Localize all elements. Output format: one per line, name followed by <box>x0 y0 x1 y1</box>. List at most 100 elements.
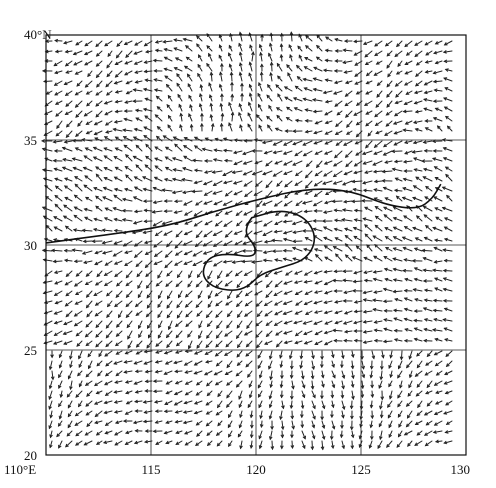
wind-vector-head <box>275 84 280 88</box>
wind-vector-head <box>123 360 128 364</box>
wind-vector <box>290 400 293 409</box>
wind-vector <box>221 123 223 132</box>
wind-vector-head <box>104 122 109 126</box>
wind-vector-head <box>57 422 62 427</box>
wind-vector <box>118 310 123 318</box>
wind-vector-head <box>212 232 217 236</box>
wind-vector <box>65 60 73 67</box>
wind-vector <box>103 177 113 182</box>
wind-vector-head <box>103 410 108 415</box>
wind-vector <box>404 40 413 47</box>
wind-vector-head <box>195 202 199 206</box>
wind-vector <box>296 65 303 72</box>
wind-vector <box>263 250 273 254</box>
wind-vector-head <box>251 260 256 264</box>
wind-vector-head <box>414 128 419 132</box>
wind-vector <box>154 157 163 162</box>
wind-vector <box>184 65 193 72</box>
wind-vector-head <box>423 90 428 95</box>
wind-vector-head <box>383 206 388 210</box>
wind-vector <box>323 300 333 304</box>
wind-vector-head <box>258 404 262 409</box>
wind-vector-head <box>369 404 374 409</box>
wind-vector <box>276 180 283 187</box>
wind-vector-head <box>413 101 418 105</box>
wind-vector-head <box>283 162 288 166</box>
wind-vector <box>303 320 313 325</box>
wind-vector-head <box>361 151 366 155</box>
wind-vector-head <box>370 384 374 389</box>
wind-vector <box>302 78 313 82</box>
wind-vector <box>407 410 413 419</box>
wind-vector-head <box>313 301 318 305</box>
wind-vector-head <box>198 103 203 107</box>
wind-vector <box>402 129 413 132</box>
wind-vector <box>447 125 453 132</box>
wind-vector <box>444 370 453 375</box>
wind-vector-head <box>124 72 129 76</box>
wind-vector <box>124 70 133 76</box>
wind-vector <box>305 45 313 52</box>
wind-vector-head <box>205 314 210 319</box>
wind-vector <box>259 440 263 449</box>
wind-vector <box>364 206 373 212</box>
wind-vector <box>422 176 433 182</box>
wind-vector-head <box>334 59 339 63</box>
wind-vector-head <box>185 313 189 318</box>
wind-vector-head <box>183 401 188 405</box>
wind-vector-head <box>346 131 350 135</box>
wind-vector-head <box>284 213 289 217</box>
wind-vector <box>397 400 403 408</box>
wind-vector <box>324 310 333 314</box>
wind-vector <box>335 120 343 127</box>
wind-vector <box>437 125 443 132</box>
wind-vector <box>114 188 123 192</box>
wind-vector-head <box>313 271 318 275</box>
wind-vector-head <box>224 283 229 287</box>
wind-vector <box>264 340 273 345</box>
wind-vector-head <box>248 101 252 106</box>
wind-vector <box>363 310 373 313</box>
wind-vector-head <box>353 235 358 240</box>
wind-vector <box>433 196 443 202</box>
wind-vector-head <box>320 395 324 400</box>
wind-vector <box>281 400 284 409</box>
wind-vector <box>49 360 53 370</box>
wind-vector <box>59 350 63 358</box>
wind-vector <box>136 340 143 348</box>
wind-vector-head <box>284 183 289 188</box>
wind-vector-head <box>350 365 355 370</box>
wind-vector-head <box>166 344 170 349</box>
wind-vector-head <box>294 332 299 337</box>
wind-vector <box>379 400 383 410</box>
wind-vector <box>83 184 93 192</box>
wind-vector <box>325 190 333 195</box>
wind-vector <box>404 318 413 322</box>
wind-vector <box>186 56 193 62</box>
wind-vector <box>124 260 133 266</box>
wind-vector-head <box>296 75 301 80</box>
wind-vector <box>70 380 73 390</box>
wind-vector <box>415 237 423 242</box>
wind-vector <box>374 110 383 118</box>
x-tick-label: 130 <box>451 462 471 477</box>
wind-vector-head <box>173 67 178 71</box>
wind-vector-head <box>94 302 99 306</box>
wind-vector-head <box>182 190 187 194</box>
wind-vector-head <box>164 156 169 160</box>
wind-vector-head <box>445 402 450 406</box>
wind-vector <box>43 177 53 182</box>
wind-vector <box>425 50 433 56</box>
wind-vector <box>248 380 253 388</box>
wind-vector <box>86 290 93 298</box>
wind-vector <box>116 320 123 328</box>
wind-vector <box>175 330 183 339</box>
wind-vector-head <box>42 280 47 284</box>
wind-vector <box>215 380 223 386</box>
wind-vector <box>396 40 403 47</box>
wind-vector-head <box>257 365 261 370</box>
wind-vector-head <box>200 112 204 117</box>
wind-vector <box>74 176 83 182</box>
wind-vector-head <box>284 194 288 199</box>
wind-vector <box>114 60 123 65</box>
